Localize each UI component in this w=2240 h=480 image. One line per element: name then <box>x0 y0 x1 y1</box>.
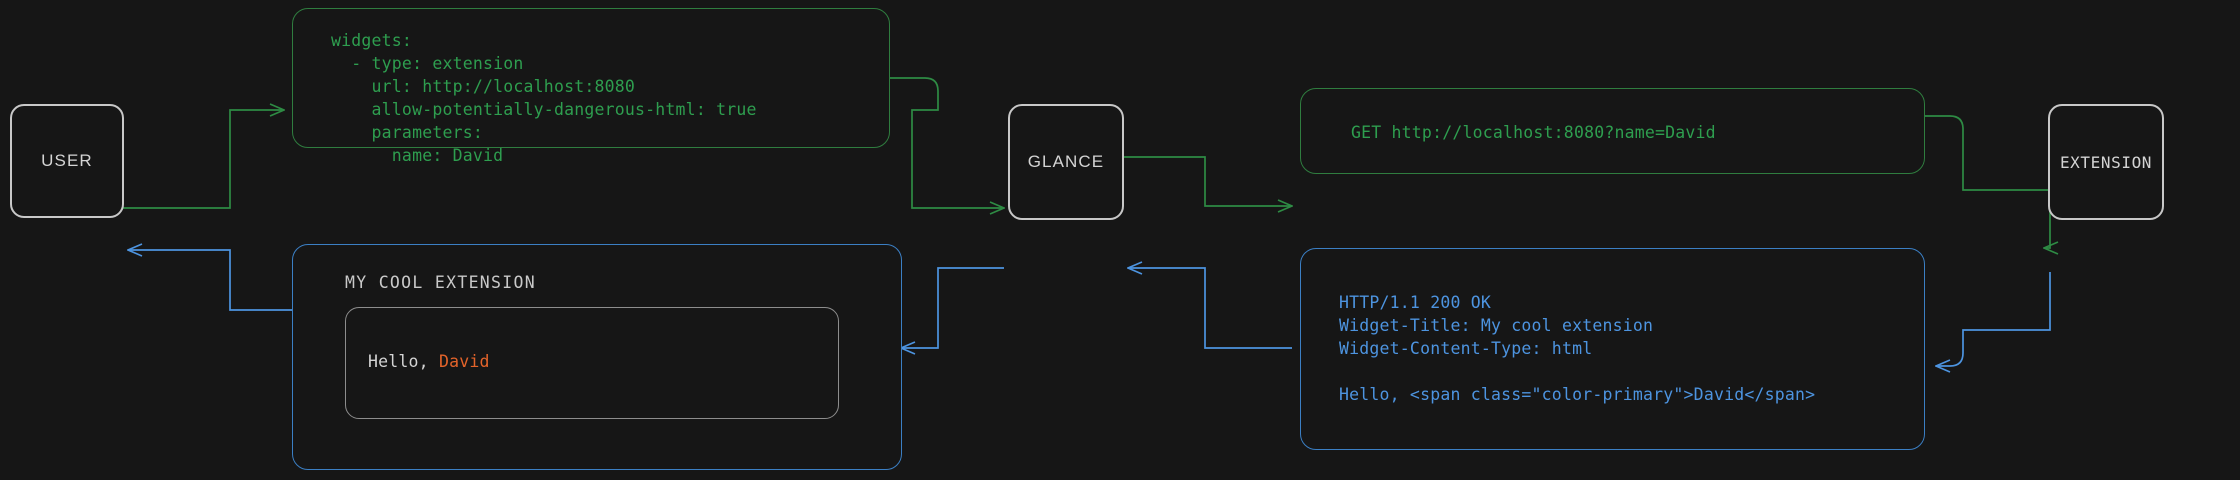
node-user-label: USER <box>41 151 93 170</box>
edge-glance-to-rendered-widget <box>901 267 1004 348</box>
rendered-widget-box[interactable]: MY COOL EXTENSION Hello, David <box>292 244 902 470</box>
edge-yaml-to-glance <box>890 77 1004 208</box>
node-extension[interactable]: EXTENSION <box>2048 104 2164 220</box>
edge-glance-to-http-request <box>1122 156 1292 206</box>
http-request-box[interactable]: GET http://localhost:8080?name=David <box>1300 88 1925 174</box>
edge-rendered-widget-to-user <box>128 250 292 311</box>
rendered-widget-title: MY COOL EXTENSION <box>345 273 536 292</box>
edge-http-request-to-extension <box>1925 115 2050 248</box>
edge-user-to-yaml <box>122 110 284 209</box>
http-response-text: HTTP/1.1 200 OK Widget-Title: My cool ex… <box>1339 293 1816 404</box>
rendered-widget-content: Hello, David <box>368 352 490 371</box>
node-extension-label: EXTENSION <box>2059 152 2153 172</box>
rendered-widget-name: David <box>438 352 490 371</box>
http-response-box[interactable]: HTTP/1.1 200 OK Widget-Title: My cool ex… <box>1300 248 1925 450</box>
http-request-text: GET http://localhost:8080?name=David <box>1351 123 1716 142</box>
node-glance[interactable]: GLANCE <box>1008 104 1124 220</box>
edge-extension-to-http-response <box>1936 272 2051 366</box>
node-glance-label: GLANCE <box>1027 152 1105 171</box>
rendered-widget-content-frame: Hello, David <box>345 307 839 419</box>
rendered-widget-greeting: Hello, <box>368 352 439 371</box>
edge-http-response-to-glance <box>1128 268 1292 349</box>
node-user[interactable]: USER <box>10 104 124 218</box>
yaml-config-box[interactable]: widgets: - type: extension url: http://l… <box>292 8 890 165</box>
yaml-config-text: widgets: - type: extension url: http://l… <box>331 31 757 165</box>
